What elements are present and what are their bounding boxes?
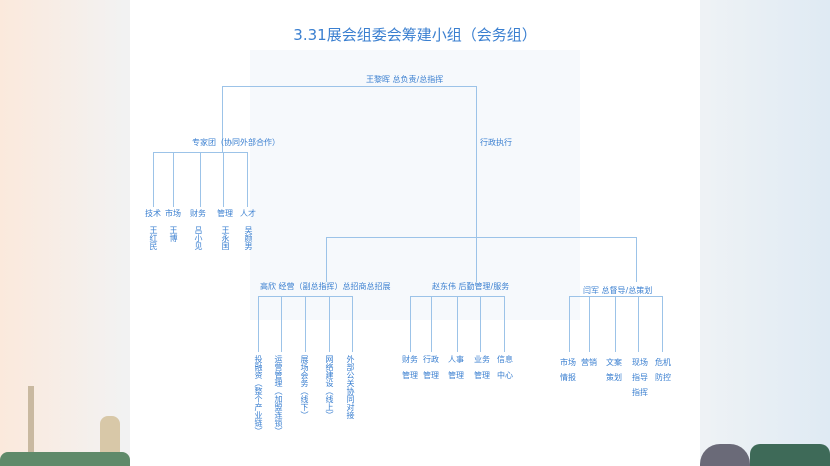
logistics-item: 管理 <box>423 371 439 380</box>
connector <box>662 296 663 352</box>
page-title: 3.31展会组委会筹建小组（会务组） <box>293 26 537 44</box>
logistics-item: 中心 <box>497 371 513 380</box>
logistics-item: 管理 <box>402 371 418 380</box>
logistics-item: 财务 <box>402 355 418 364</box>
connector <box>258 296 259 352</box>
supervision-item: 指挥 <box>632 388 648 397</box>
connector <box>410 296 411 352</box>
supervision-item: 防控 <box>655 373 671 382</box>
expert-category: 人才 <box>240 209 256 218</box>
connector <box>476 86 477 237</box>
supervision-item: 情报 <box>560 373 576 382</box>
connector <box>223 152 224 207</box>
supervision-item: 文案 <box>606 358 622 367</box>
trees-right-decoration <box>750 444 830 466</box>
exec-node: 行政执行 <box>480 138 512 147</box>
connector <box>615 296 616 352</box>
connector <box>305 296 306 352</box>
connector <box>247 152 248 207</box>
operations-item: 运营管理（加盟连锁） <box>274 355 283 435</box>
connector <box>329 296 330 352</box>
diagram-panel <box>250 50 580 320</box>
supervision-item: 危机 <box>655 358 671 367</box>
connector <box>326 237 327 282</box>
supervision-item: 现场 <box>632 358 648 367</box>
expert-group-node: 专家团（协同外部合作） <box>192 138 280 147</box>
expert-name: 吕小见 <box>194 226 203 250</box>
supervision-item: 指导 <box>632 373 648 382</box>
branch-supervision-node: 闫军 总督导/总策划 <box>583 286 653 295</box>
connector <box>281 296 282 352</box>
branch-logistics-node: 赵东伟 后勤管理/服务 <box>432 282 510 291</box>
expert-name: 王永国 <box>221 226 230 250</box>
expert-category: 市场 <box>165 209 181 218</box>
logistics-item: 信息 <box>497 355 513 364</box>
connector <box>480 296 481 352</box>
building-decoration <box>700 444 750 466</box>
connector <box>504 296 505 352</box>
connector <box>173 152 174 207</box>
logistics-item: 业务 <box>474 355 490 364</box>
operations-item: 网络建设（线上） <box>325 355 334 419</box>
connector <box>222 86 477 87</box>
connector <box>636 237 637 282</box>
connector <box>326 237 637 238</box>
connector <box>222 86 223 152</box>
connector <box>476 237 477 282</box>
expert-category: 技术 <box>145 209 161 218</box>
logistics-item: 管理 <box>474 371 490 380</box>
connector <box>200 152 201 207</box>
connector <box>569 296 663 297</box>
branch-operations-node: 高欣 经营（副总指挥）总招商总招展 <box>260 282 391 291</box>
supervision-item: 营销 <box>581 358 597 367</box>
operations-item: 外部公关协同对接 <box>346 355 355 419</box>
expert-category: 财务 <box>190 209 206 218</box>
expert-name: 王红民 <box>149 226 158 250</box>
logistics-item: 行政 <box>423 355 439 364</box>
expert-name: 王博 <box>169 226 178 242</box>
connector <box>589 296 590 352</box>
operations-item: 展场会务（线下） <box>300 355 309 419</box>
logistics-item: 管理 <box>448 371 464 380</box>
connector <box>457 296 458 352</box>
operations-item: 投融资（整个产业链） <box>254 355 263 435</box>
root-node: 王黎晖 总负责/总指挥 <box>366 75 444 84</box>
connector <box>569 296 570 352</box>
connector <box>153 152 154 207</box>
connector <box>352 296 353 352</box>
connector <box>431 296 432 352</box>
expert-name: 吴颜男 <box>244 226 253 250</box>
logistics-item: 人事 <box>448 355 464 364</box>
expert-category: 管理 <box>217 209 233 218</box>
trees-decoration <box>0 452 130 466</box>
connector <box>638 296 639 352</box>
tower-decoration <box>28 386 34 466</box>
supervision-item: 市场 <box>560 358 576 367</box>
supervision-item: 策划 <box>606 373 622 382</box>
